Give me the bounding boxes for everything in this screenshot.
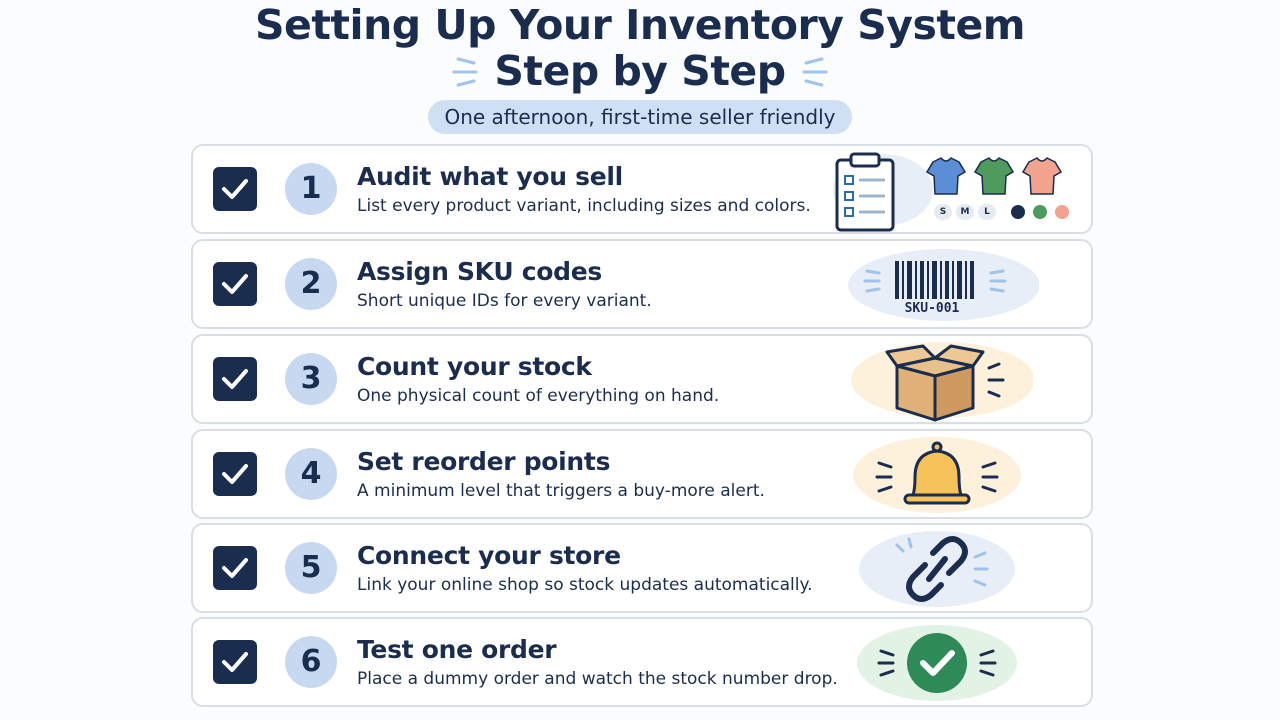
step-checkbox[interactable]: [213, 357, 257, 401]
step-title: Assign SKU codes: [357, 257, 602, 286]
barcode-icon: [848, 249, 1039, 321]
check-circle-icon: [857, 625, 1017, 701]
step-illustration: [793, 619, 1093, 705]
subtitle-pill: One afternoon, first-time seller friendl…: [428, 100, 852, 134]
step-description: List every product variant, including si…: [357, 196, 811, 216]
step-checkbox[interactable]: [213, 452, 257, 496]
checkmark-icon: [222, 652, 248, 672]
step-card-1: 1 Audit what you sell List every product…: [191, 144, 1093, 234]
step-number: 3: [285, 353, 337, 405]
step-card-6: 6 Test one order Place a dummy order and…: [191, 617, 1093, 707]
step-title: Test one order: [357, 635, 557, 664]
step-illustration: [793, 336, 1093, 422]
step-title: Connect your store: [357, 541, 621, 570]
size-chip: S: [934, 204, 952, 220]
step-checkbox[interactable]: [213, 640, 257, 684]
step-illustration: SKU-001: [793, 241, 1093, 327]
step-description: Place a dummy order and watch the stock …: [357, 669, 838, 689]
step-card-5: 5 Connect your store Link your online sh…: [191, 523, 1093, 613]
step-number: 4: [285, 448, 337, 500]
link-icon: [859, 531, 1015, 607]
tshirt-blue-icon: [925, 157, 967, 195]
clipboard-icon: [833, 152, 933, 232]
step-checkbox[interactable]: [213, 262, 257, 306]
checkmark-icon: [222, 179, 248, 199]
checkmark-icon: [222, 464, 248, 484]
checkmark-icon: [222, 274, 248, 294]
color-dots-icon: [1011, 205, 1069, 219]
step-number: 2: [285, 258, 337, 310]
bell-icon: [853, 437, 1021, 513]
step-description: One physical count of everything on hand…: [357, 386, 720, 406]
step-title: Audit what you sell: [357, 162, 623, 191]
tshirt-green-icon: [973, 157, 1015, 195]
step-number: 1: [285, 163, 337, 215]
tshirt-pink-icon: [1021, 157, 1063, 195]
sparkle-lines-right-icon: [802, 57, 828, 87]
sparkle-lines-left-icon: [452, 57, 478, 87]
page-title-line2: Step by Step: [494, 47, 786, 95]
step-number: 5: [285, 542, 337, 594]
step-card-2: 2 Assign SKU codes Short unique IDs for …: [191, 239, 1093, 329]
step-checkbox[interactable]: [213, 167, 257, 211]
page-title: Setting Up Your Inventory System: [254, 1, 1026, 49]
size-chip: L: [978, 204, 996, 220]
step-title: Set reorder points: [357, 447, 611, 476]
step-card-3: 3 Count your stock One physical count of…: [191, 334, 1093, 424]
step-checkbox[interactable]: [213, 546, 257, 590]
box-icon: [851, 342, 1033, 422]
step-illustration: [793, 431, 1093, 517]
step-description: A minimum level that triggers a buy-more…: [357, 481, 765, 501]
checkmark-icon: [222, 558, 248, 578]
step-title: Count your stock: [357, 352, 592, 381]
step-description: Short unique IDs for every variant.: [357, 291, 652, 311]
step-number: 6: [285, 636, 337, 688]
step-illustration: S M L: [793, 146, 1093, 232]
step-card-4: 4 Set reorder points A minimum level tha…: [191, 429, 1093, 519]
size-chip: M: [956, 204, 974, 220]
sku-label: SKU-001: [904, 301, 960, 316]
step-description: Link your online shop so stock updates a…: [357, 575, 813, 595]
step-illustration: [793, 525, 1093, 611]
checkmark-icon: [222, 369, 248, 389]
